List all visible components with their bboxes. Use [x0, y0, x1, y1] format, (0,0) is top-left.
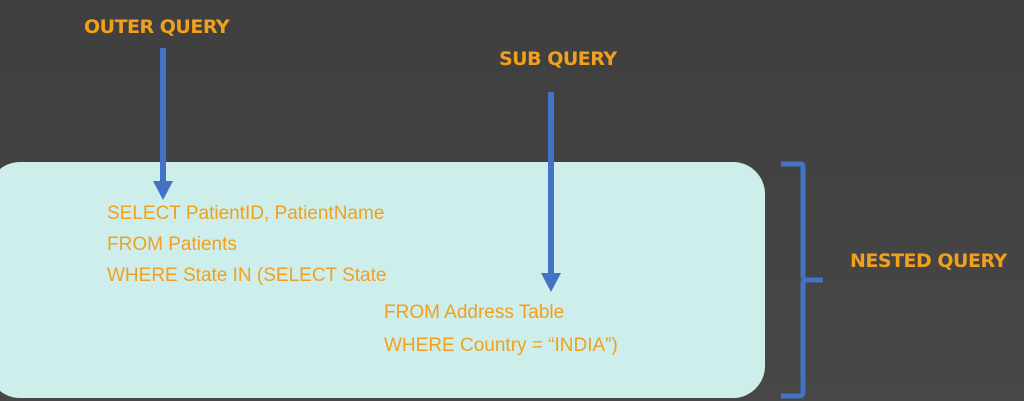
nested-query-label: NESTED QUERY: [850, 250, 1007, 272]
query-box: [0, 162, 765, 398]
code-line: FROM Address Table: [384, 302, 565, 323]
outer-query-label: OUTER QUERY: [84, 16, 230, 38]
sub-query-label: SUB QUERY: [499, 48, 617, 70]
outer-query-arrow-icon: [153, 48, 173, 200]
code-line: WHERE Country = “INDIA”): [384, 335, 618, 356]
sub-query-code: FROM Address Table WHERE Country = “INDI…: [384, 296, 618, 362]
code-line: SELECT PatientID, PatientName: [107, 203, 385, 224]
code-line: WHERE State IN (SELECT State: [107, 265, 387, 286]
nested-query-bracket-icon: [781, 161, 823, 399]
sub-query-arrow-icon: [541, 92, 561, 292]
outer-query-code: SELECT PatientID, PatientName FROM Patie…: [107, 198, 386, 291]
code-line: FROM Patients: [107, 234, 237, 255]
